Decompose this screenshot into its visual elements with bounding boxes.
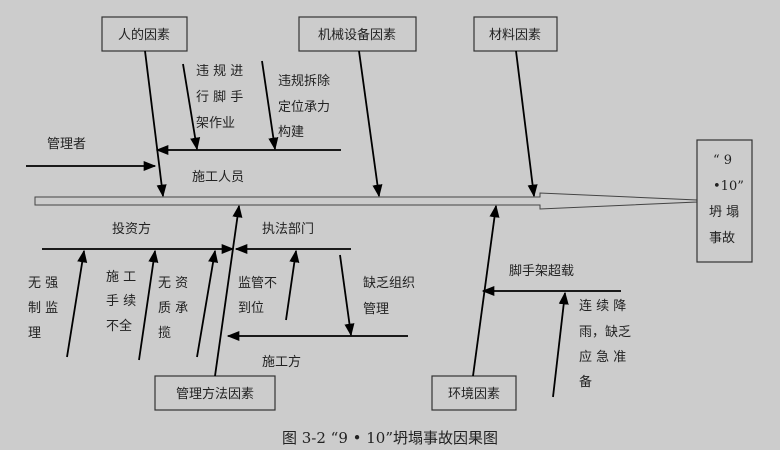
label-line: 到位 [238,301,264,316]
category-human: 人的因素 [101,16,188,52]
label-investor: 投资方 [112,221,151,237]
label-illegal-removal: 违规拆除 定位承力 构建 [278,74,330,140]
label-scaffold-overload: 脚手架超载 [509,263,574,279]
bone-poor-regulation [285,249,300,321]
label-line: 制 监 [28,301,58,316]
category-label: 机械设备因素 [318,27,396,43]
label-line: 违 规 进 [196,64,243,79]
label-line: 监管不 [238,276,277,291]
label-line: 缺乏组织 [363,276,415,291]
effect-line: •10” [713,179,744,194]
label-no-supervision: 无 强 制 监 理 [28,276,58,341]
category-method: 管理方法因素 [154,375,276,411]
label-line: 雨，缺乏 [579,325,631,340]
label-incomplete-procedures: 施 工 手 续 不全 [106,270,136,334]
bone-unqualified [196,249,219,358]
label-illegal-scaffold: 违 规 进 行 脚 手 架作业 [196,64,243,131]
label-line: 揽 [158,325,171,341]
label-line: 行 脚 手 [196,89,243,105]
category-label: 环境因素 [448,387,500,402]
bone-incomplete-procedures [138,249,159,361]
label-unqualified: 无 资 质 承 揽 [158,276,188,341]
label-line: 手 续 [106,294,136,309]
label-line: 无 强 [28,276,58,291]
bone-material [515,50,538,198]
bone-method [214,204,243,377]
category-label: 材料因素 [489,28,541,43]
label-line: 不全 [106,318,132,334]
category-label: 管理方法因素 [176,386,254,402]
category-environment: 环境因素 [431,375,517,411]
label-line: 无 资 [158,276,188,291]
spine-arrow [34,192,698,210]
label-line: 施 工 [106,270,136,285]
label-manager: 管理者 [47,137,86,152]
label-poor-regulation: 监管不 到位 [238,276,277,316]
label-line: 应 急 准 [579,349,626,365]
label-line: 连 续 降 [579,298,626,314]
category-material: 材料因素 [473,16,558,52]
label-line: 理 [28,326,41,341]
label-line: 构建 [278,125,304,140]
bone-human [144,50,167,198]
label-contractor: 施工方 [262,354,301,370]
bone-rain [552,291,569,398]
label-lack-organization: 缺乏组织 管理 [363,276,415,317]
effect-box: “ 9 •10” 坍 塌 事故 [696,139,753,263]
bone-no-supervision [66,249,88,358]
label-line: 管理 [363,302,389,317]
category-label: 人的因素 [118,27,170,43]
bone-machine [358,50,383,198]
label-line: 定位承力 [278,100,330,115]
label-law-enforcement: 执法部门 [262,222,314,237]
bone-illegal-scaffold [182,63,201,151]
bone-lack-organization [339,254,355,337]
label-line: 违规拆除 [278,74,330,89]
figure-caption: 图 3-2 “9 • 10”坍塌事故因果图 [282,429,498,447]
label-rain: 连 续 降 雨，缺乏 应 急 准 备 [579,298,631,390]
effect-line: “ 9 [713,153,732,168]
label-line: 架作业 [196,116,235,131]
effect-line: 坍 塌 [709,205,739,220]
label-workers: 施工人员 [192,170,244,185]
bone-illegal-removal [261,60,279,151]
effect-line: 事故 [709,231,735,246]
category-machine: 机械设备因素 [298,16,417,52]
label-line: 备 [579,374,592,390]
label-line: 质 承 [158,301,188,316]
